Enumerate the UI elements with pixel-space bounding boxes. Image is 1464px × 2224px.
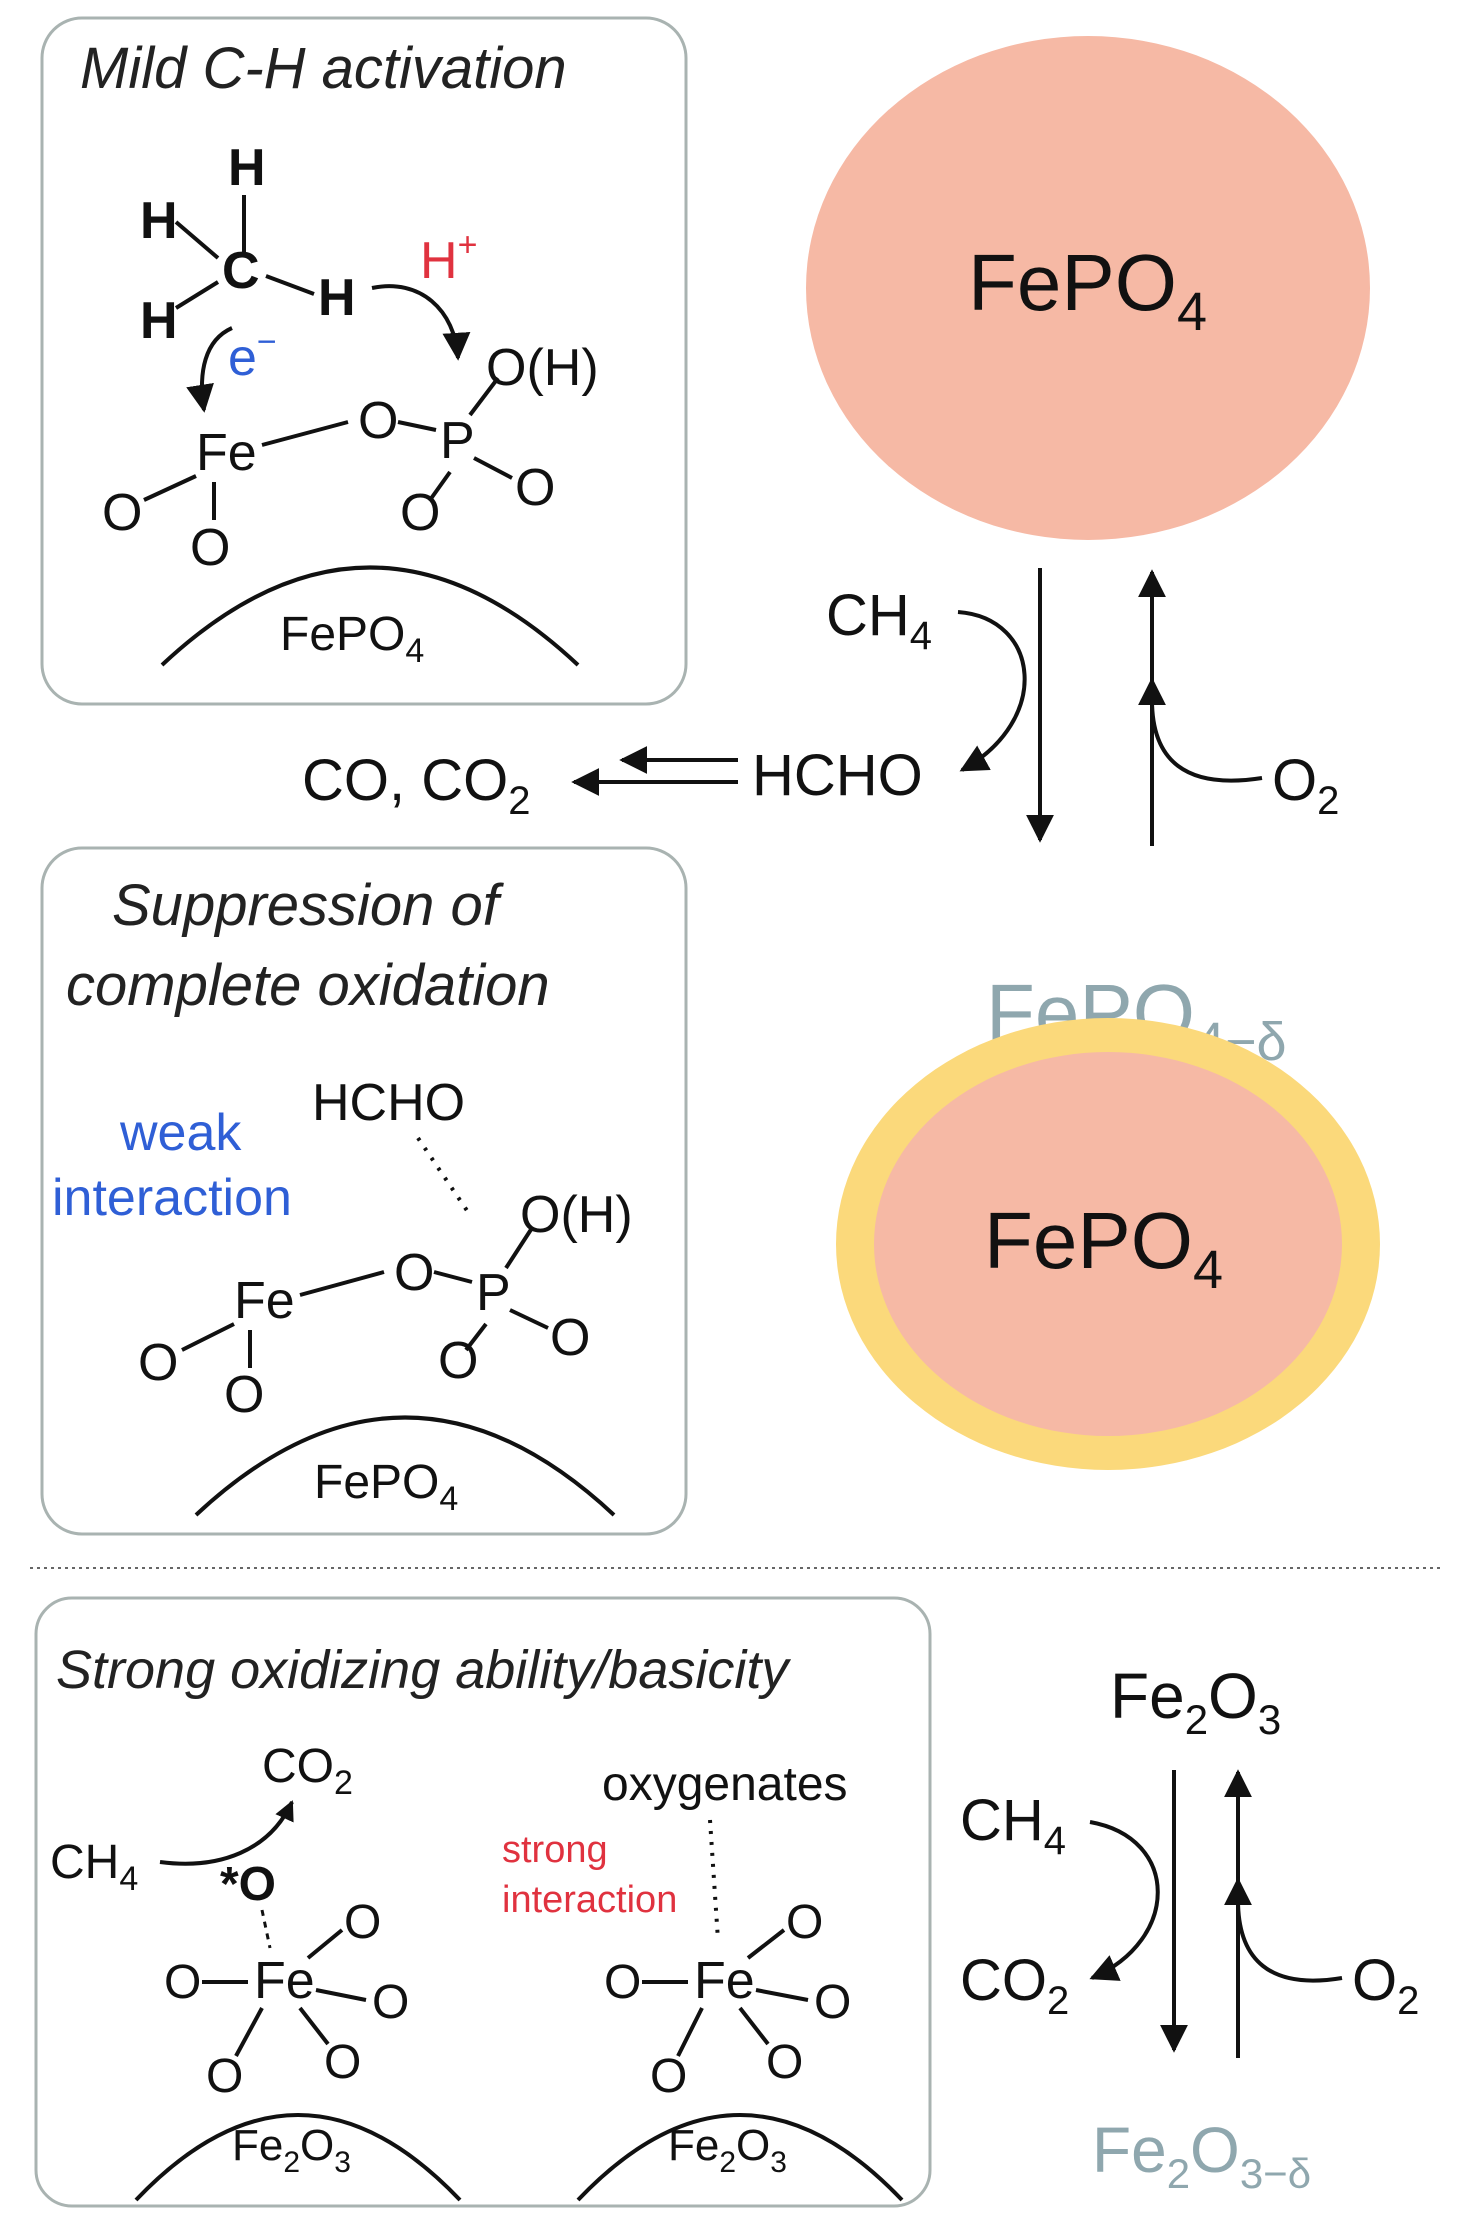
svg-text:O: O [206,2050,243,2103]
support-label-fepo4: FePO4 [280,608,424,670]
strong-interaction-hashed-bond [708,1819,720,1941]
fe2o3-o2-feed-arrow [1236,1899,1343,1983]
svg-text:H: H [140,192,178,250]
ch4-reactant-label: CH4 [826,583,932,658]
panel-suppression-title-line1: Suppression of [112,873,505,938]
fe2o3-site-left: Fe O O O O O [164,1896,409,2103]
oxygenates-label: oxygenates [602,1758,848,1811]
co2-product-label: CO2 [262,1740,353,1802]
o2-reactant-label: O2 [1272,748,1339,823]
support-surface-arc [160,565,580,667]
svg-text:Fe: Fe [234,1272,295,1330]
svg-text:O: O [324,2036,361,2089]
proton-transfer-arrow [371,284,471,361]
svg-text:O(H): O(H) [486,339,599,397]
ch4-to-hcho-arrow [957,610,1027,772]
svg-text:O: O [650,2050,687,2103]
fe2o3-support-label-right: Fe2O3 [668,2121,787,2179]
o2-feed-arrow [1150,699,1263,783]
svg-text:O: O [394,1244,434,1302]
svg-text:O(H): O(H) [520,1186,633,1244]
svg-text:O: O [344,1896,381,1949]
svg-text:O: O [786,1896,823,1949]
svg-text:O: O [190,519,230,577]
svg-text:O: O [138,1334,178,1392]
fe2o3-ch4-label: CH4 [960,1788,1066,1863]
svg-text:O: O [164,1956,201,2009]
panel-suppression: Suppression of complete oxidation weak i… [40,846,688,1536]
fe-o-p-site: Fe O P O(H) O O O O [102,339,599,577]
active-oxygen-label: *O [220,1858,276,1911]
svg-text:P: P [440,412,475,470]
strong-interaction-label-line2: interaction [502,1879,677,1921]
panel-mild-ch-activation: Mild C-H activation H H C H H H+ e− Fe O… [40,16,688,706]
fe2o3-o2-label: O2 [1352,1948,1419,2023]
svg-text:O: O [550,1309,590,1367]
svg-text:Fe: Fe [694,1952,755,2010]
methane-molecule: H H C H H [140,139,356,350]
panel-strong-title: Strong oxidizing ability/basicity [56,1640,791,1700]
e-minus-label: e− [228,323,277,387]
fe-o-p-site-2: Fe O P O(H) O O O O [138,1186,633,1424]
co-co2-product-label: CO, CO2 [302,748,530,823]
hcho-product-label: HCHO [752,743,923,808]
strong-interaction-label-line1: strong [502,1829,608,1871]
svg-text:Fe: Fe [196,424,257,482]
fepo4-core [874,1052,1342,1436]
fepo4-particle-top [806,36,1370,540]
svg-text:O: O [814,1976,851,2029]
svg-text:O: O [604,1956,641,2009]
fe2o3-support-label-left: Fe2O3 [232,2121,351,2179]
fe2o3-cycle: Fe2O3 CH4 CO2 O2 Fe2O3−δ [960,1660,1419,2197]
svg-text:H: H [318,269,356,327]
panel-strong-oxidizing: Strong oxidizing ability/basicity CO2 CH… [34,1596,932,2208]
ch4-reactant-label-2: CH4 [50,1836,138,1898]
fe2o3-site-right: Fe O O O O O [604,1896,851,2103]
fepo4-cycle: FePO4 CH4 HCHO O2 CO, CO2 FePO4−δ FePO4 [302,36,1380,1470]
fepo4-core-label: FePO4 [984,1196,1223,1300]
fe2o3-co2-label: CO2 [960,1948,1069,2023]
fe2o3-ch4-to-co2-arrow [1089,1820,1160,1981]
fe2o3-surface-arc-right [576,2113,904,2202]
h-plus-label: H+ [420,226,477,290]
svg-text:P: P [476,1264,511,1322]
fe2o3-top-label: Fe2O3 [1110,1660,1281,1743]
fe2o3-delta-label: Fe2O3−δ [1092,2114,1311,2197]
svg-text:H: H [140,292,178,350]
fepo4-particle-top-label: FePO4 [968,238,1207,342]
support-label-fepo4-2: FePO4 [314,1456,458,1518]
weak-interaction-label-line1: weak [119,1104,242,1162]
electron-transfer-arrow [186,326,233,413]
svg-text:H: H [228,139,266,197]
svg-text:O: O [766,2036,803,2089]
svg-text:O: O [515,459,555,517]
svg-text:C: C [222,242,260,300]
svg-text:Fe: Fe [254,1952,315,2010]
fe2o3-surface-arc-left [134,2113,462,2202]
support-surface-arc-2 [194,1415,616,1517]
svg-text:O: O [224,1366,264,1424]
weak-interaction-label-line2: interaction [52,1169,292,1227]
ch4-to-co2-arrow [159,1800,294,1866]
hcho-adsorbate: HCHO [312,1074,465,1132]
svg-text:O: O [372,1976,409,2029]
panel-mild-title: Mild C-H activation [80,36,567,101]
panel-suppression-title-line2: complete oxidation [66,953,550,1018]
svg-text:O: O [102,484,142,542]
svg-text:O: O [358,392,398,450]
